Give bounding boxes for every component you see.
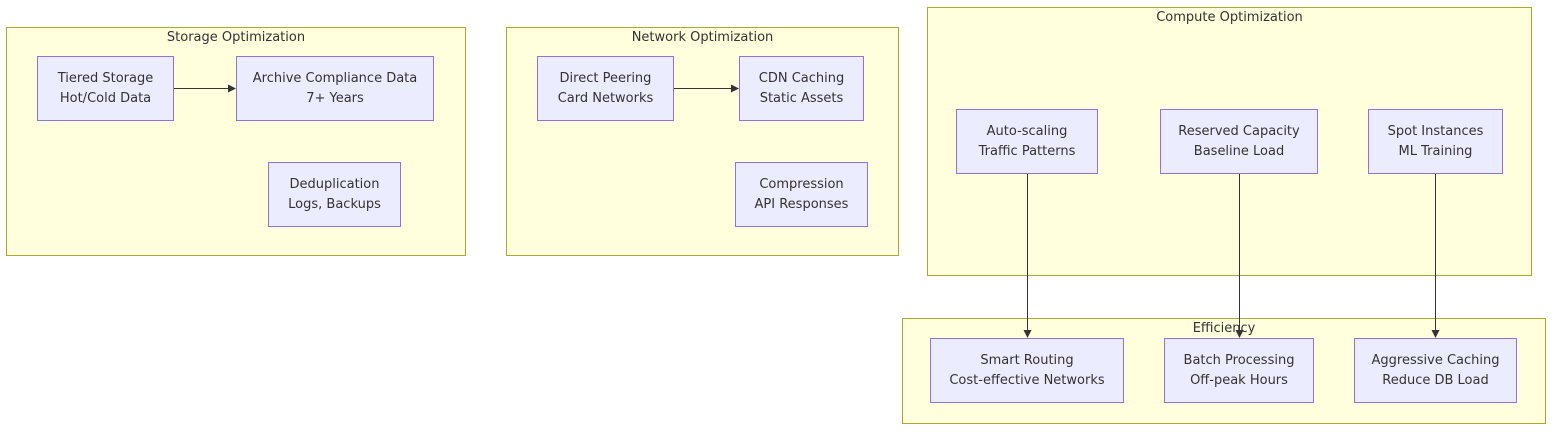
node-archive-compliance-data[interactable]: Archive Compliance Data 7+ Years [236, 56, 434, 121]
node-label-line1: Direct Peering [559, 70, 652, 86]
node-label-line2: Baseline Load [1193, 143, 1285, 159]
node-label-line2: Hot/Cold Data [59, 90, 152, 106]
node-label-line2: Off-peak Hours [1190, 372, 1288, 388]
node-label-line1: Reserved Capacity [1178, 123, 1300, 139]
node-label-line1: Batch Processing [1183, 352, 1295, 368]
node-label-line2: 7+ Years [306, 90, 364, 106]
node-label-line1: Deduplication [289, 176, 380, 192]
node-label-line2: Cost-effective Networks [949, 372, 1105, 388]
node-label-line2: Static Assets [759, 90, 844, 106]
node-cdn-caching[interactable]: CDN Caching Static Assets [739, 56, 864, 121]
node-label-line2: Logs, Backups [288, 196, 381, 212]
node-label-line1: Smart Routing [980, 352, 1074, 368]
node-label-line2: Traffic Patterns [978, 143, 1076, 159]
node-label-line1: Tiered Storage [57, 70, 154, 86]
node-label-line1: Auto-scaling [986, 123, 1068, 139]
cluster-title: Network Optimization [631, 30, 774, 45]
node-tiered-storage[interactable]: Tiered Storage Hot/Cold Data [37, 56, 174, 121]
node-deduplication[interactable]: Deduplication Logs, Backups [268, 162, 401, 227]
node-spot-instances[interactable]: Spot Instances ML Training [1368, 109, 1503, 174]
cluster-title: Compute Optimization [1156, 10, 1303, 25]
node-label-line1: Spot Instances [1387, 123, 1484, 139]
node-label-line2: Reduce DB Load [1382, 372, 1489, 388]
node-reserved-capacity[interactable]: Reserved Capacity Baseline Load [1160, 109, 1318, 174]
node-batch-processing[interactable]: Batch Processing Off-peak Hours [1164, 338, 1314, 403]
node-label-line2: API Responses [754, 196, 849, 212]
node-smart-routing[interactable]: Smart Routing Cost-effective Networks [930, 338, 1124, 403]
cluster-title: Efficiency [1192, 321, 1256, 336]
cluster-title: Storage Optimization [166, 30, 306, 45]
node-label-line1: Archive Compliance Data [252, 70, 418, 86]
node-label-line2: Card Networks [557, 90, 654, 106]
node-direct-peering[interactable]: Direct Peering Card Networks [537, 56, 674, 121]
node-label-line1: CDN Caching [758, 70, 845, 86]
node-label-line2: ML Training [1398, 143, 1473, 159]
node-compression[interactable]: Compression API Responses [735, 162, 868, 227]
node-aggressive-caching[interactable]: Aggressive Caching Reduce DB Load [1354, 338, 1517, 403]
node-label-line1: Compression [759, 176, 844, 192]
node-label-line1: Aggressive Caching [1371, 352, 1500, 368]
node-auto-scaling[interactable]: Auto-scaling Traffic Patterns [956, 109, 1098, 174]
